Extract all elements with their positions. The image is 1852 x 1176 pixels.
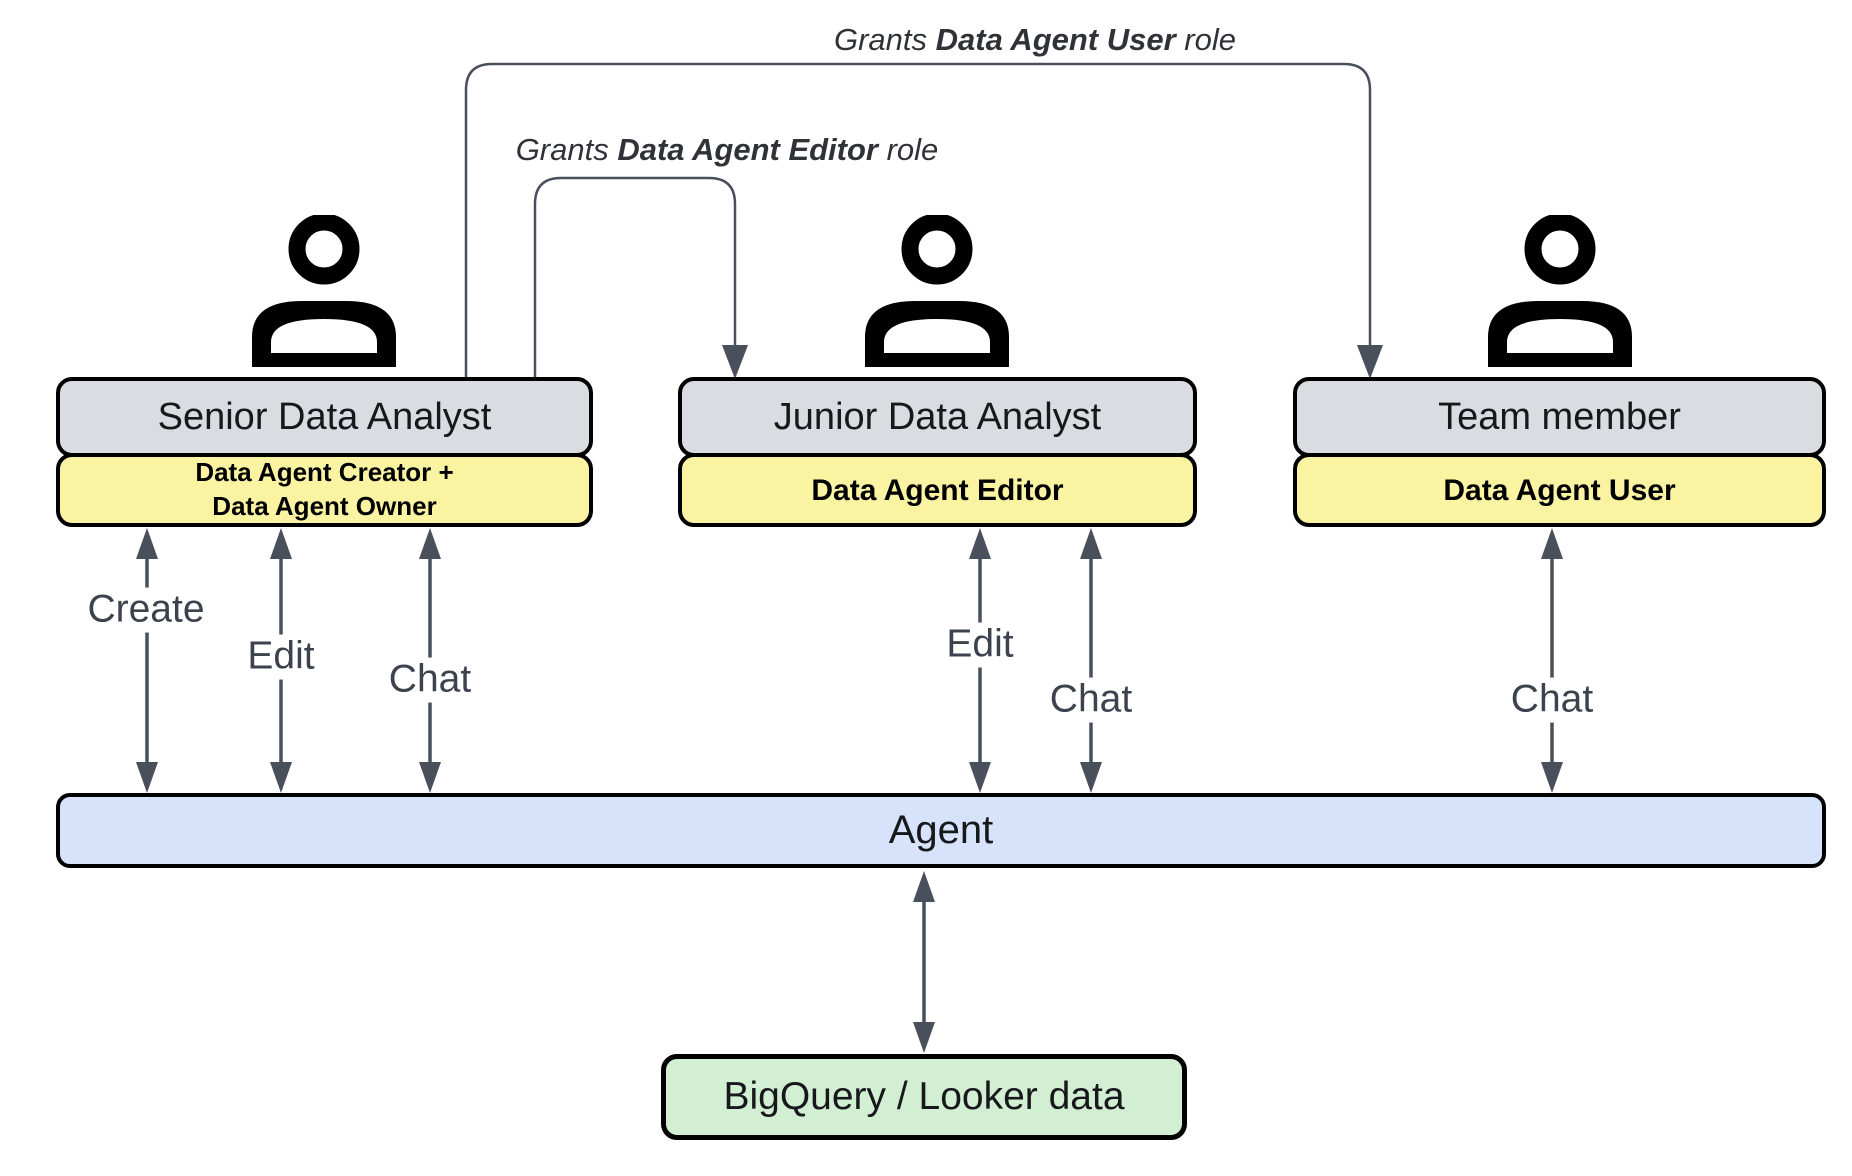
action-arrow-chat-team xyxy=(1541,528,1563,793)
role-badge-junior: Data Agent Editor xyxy=(678,453,1197,527)
actor-card-senior: Senior Data Analyst xyxy=(56,377,593,457)
role-badge-team: Data Agent User xyxy=(1293,453,1826,527)
action-label-chat-team: Chat xyxy=(1502,677,1602,723)
grant-label-editor-prefix: Grants xyxy=(515,132,618,167)
actor-title-senior: Senior Data Analyst xyxy=(157,395,492,438)
person-icon-team xyxy=(1488,215,1632,367)
actor-card-team: Team member xyxy=(1293,377,1826,457)
agent-bar: Agent xyxy=(56,793,1826,868)
actor-title-team: Team member xyxy=(1438,395,1681,438)
grant-label-user-role: Data Agent User xyxy=(935,22,1176,57)
grant-label-user-prefix: Grants xyxy=(834,22,936,57)
role-badge-senior: Data Agent Creator + Data Agent Owner xyxy=(56,453,593,527)
role-team: Data Agent User xyxy=(1443,473,1676,507)
datastore-box: BigQuery / Looker data xyxy=(661,1054,1187,1140)
role-junior: Data Agent Editor xyxy=(811,473,1064,507)
action-label-chat-senior: Chat xyxy=(380,657,480,703)
grant-label-user-suffix: role xyxy=(1175,22,1236,57)
role-senior-line2: Data Agent Owner xyxy=(212,491,437,521)
actor-card-junior: Junior Data Analyst xyxy=(678,377,1197,457)
grant-arrow-editor xyxy=(533,176,748,379)
agent-datastore-arrow xyxy=(913,871,935,1053)
action-arrow-create-senior xyxy=(136,528,158,793)
action-label-edit-senior: Edit xyxy=(239,634,323,680)
grant-label-editor: Grants Data Agent Editor role xyxy=(509,132,945,168)
action-label-create-senior: Create xyxy=(79,587,213,633)
datastore-label: BigQuery / Looker data xyxy=(723,1075,1125,1118)
grant-label-editor-role: Data Agent Editor xyxy=(617,132,878,167)
action-arrow-chat-junior xyxy=(1080,528,1102,793)
person-icon-junior xyxy=(865,215,1009,367)
grant-label-user: Grants Data Agent User role xyxy=(828,22,1242,58)
role-senior-line1: Data Agent Creator + xyxy=(195,457,454,488)
actor-title-junior: Junior Data Analyst xyxy=(773,395,1102,438)
grant-arrow-user xyxy=(464,62,1383,379)
action-label-chat-junior: Chat xyxy=(1041,677,1141,723)
agent-label: Agent xyxy=(888,808,994,852)
grant-label-editor-suffix: role xyxy=(877,132,939,167)
action-label-edit-junior: Edit xyxy=(938,622,1022,668)
person-icon-senior xyxy=(252,215,396,367)
